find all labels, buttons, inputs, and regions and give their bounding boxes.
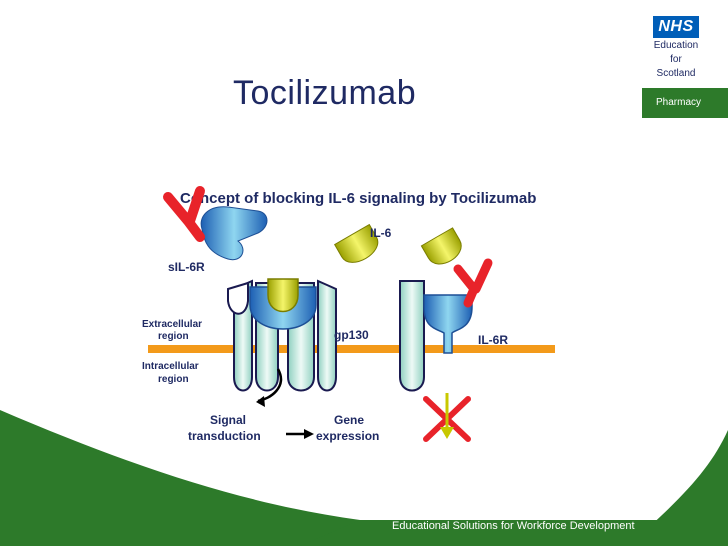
il6r-label: IL-6R [478, 333, 508, 347]
pharmacy-tag: Pharmacy [642, 88, 728, 118]
nhs-line-2: for [670, 54, 682, 65]
green-swoosh-bottom [0, 410, 728, 546]
tocilizumab-antibody [453, 258, 493, 308]
figure-heading: Concept of blocking IL-6 signaling by To… [180, 190, 536, 207]
il6-label: IL-6 [370, 226, 392, 240]
nhs-logo: NHS Education for Scotland [645, 16, 707, 80]
footer-bar [300, 520, 728, 546]
gene-arrow [286, 429, 314, 439]
il6-free [333, 223, 379, 263]
cell-membrane [148, 345, 555, 353]
nhs-line-3: Scotland [656, 68, 696, 79]
gene-label-2: expression [316, 429, 379, 443]
il6-blocking-diagram: Concept of blocking IL-6 signaling by To… [142, 186, 555, 443]
il6r-bound-left [249, 278, 317, 330]
signal-arrow [256, 368, 283, 407]
slide-title: Tocilizumab [233, 74, 417, 112]
intracellular-label-1: Intracellular [142, 361, 199, 372]
intracellular-label-2: region [158, 374, 189, 385]
nhs-mark: NHS [653, 16, 699, 38]
extracellular-label-1: Extracellular [142, 319, 202, 330]
signal-label-2: transduction [188, 429, 261, 443]
nhs-line-1: Education [653, 40, 699, 51]
gp130-label: gp130 [334, 328, 369, 342]
il6-blocked [420, 227, 462, 265]
gp130-blocked [399, 280, 425, 392]
green-swoosh-right [628, 430, 728, 546]
footer-text: Educational Solutions for Workforce Deve… [392, 520, 635, 532]
signal-label-1: Signal [210, 413, 246, 427]
block-x-mark [423, 393, 471, 442]
antibody-sil6r-complex [163, 186, 268, 261]
gene-label-1: Gene [334, 413, 364, 427]
il6r-membrane [423, 294, 473, 354]
extracellular-label-2: region [158, 331, 189, 342]
sil6r-label: sIL-6R [168, 260, 205, 274]
